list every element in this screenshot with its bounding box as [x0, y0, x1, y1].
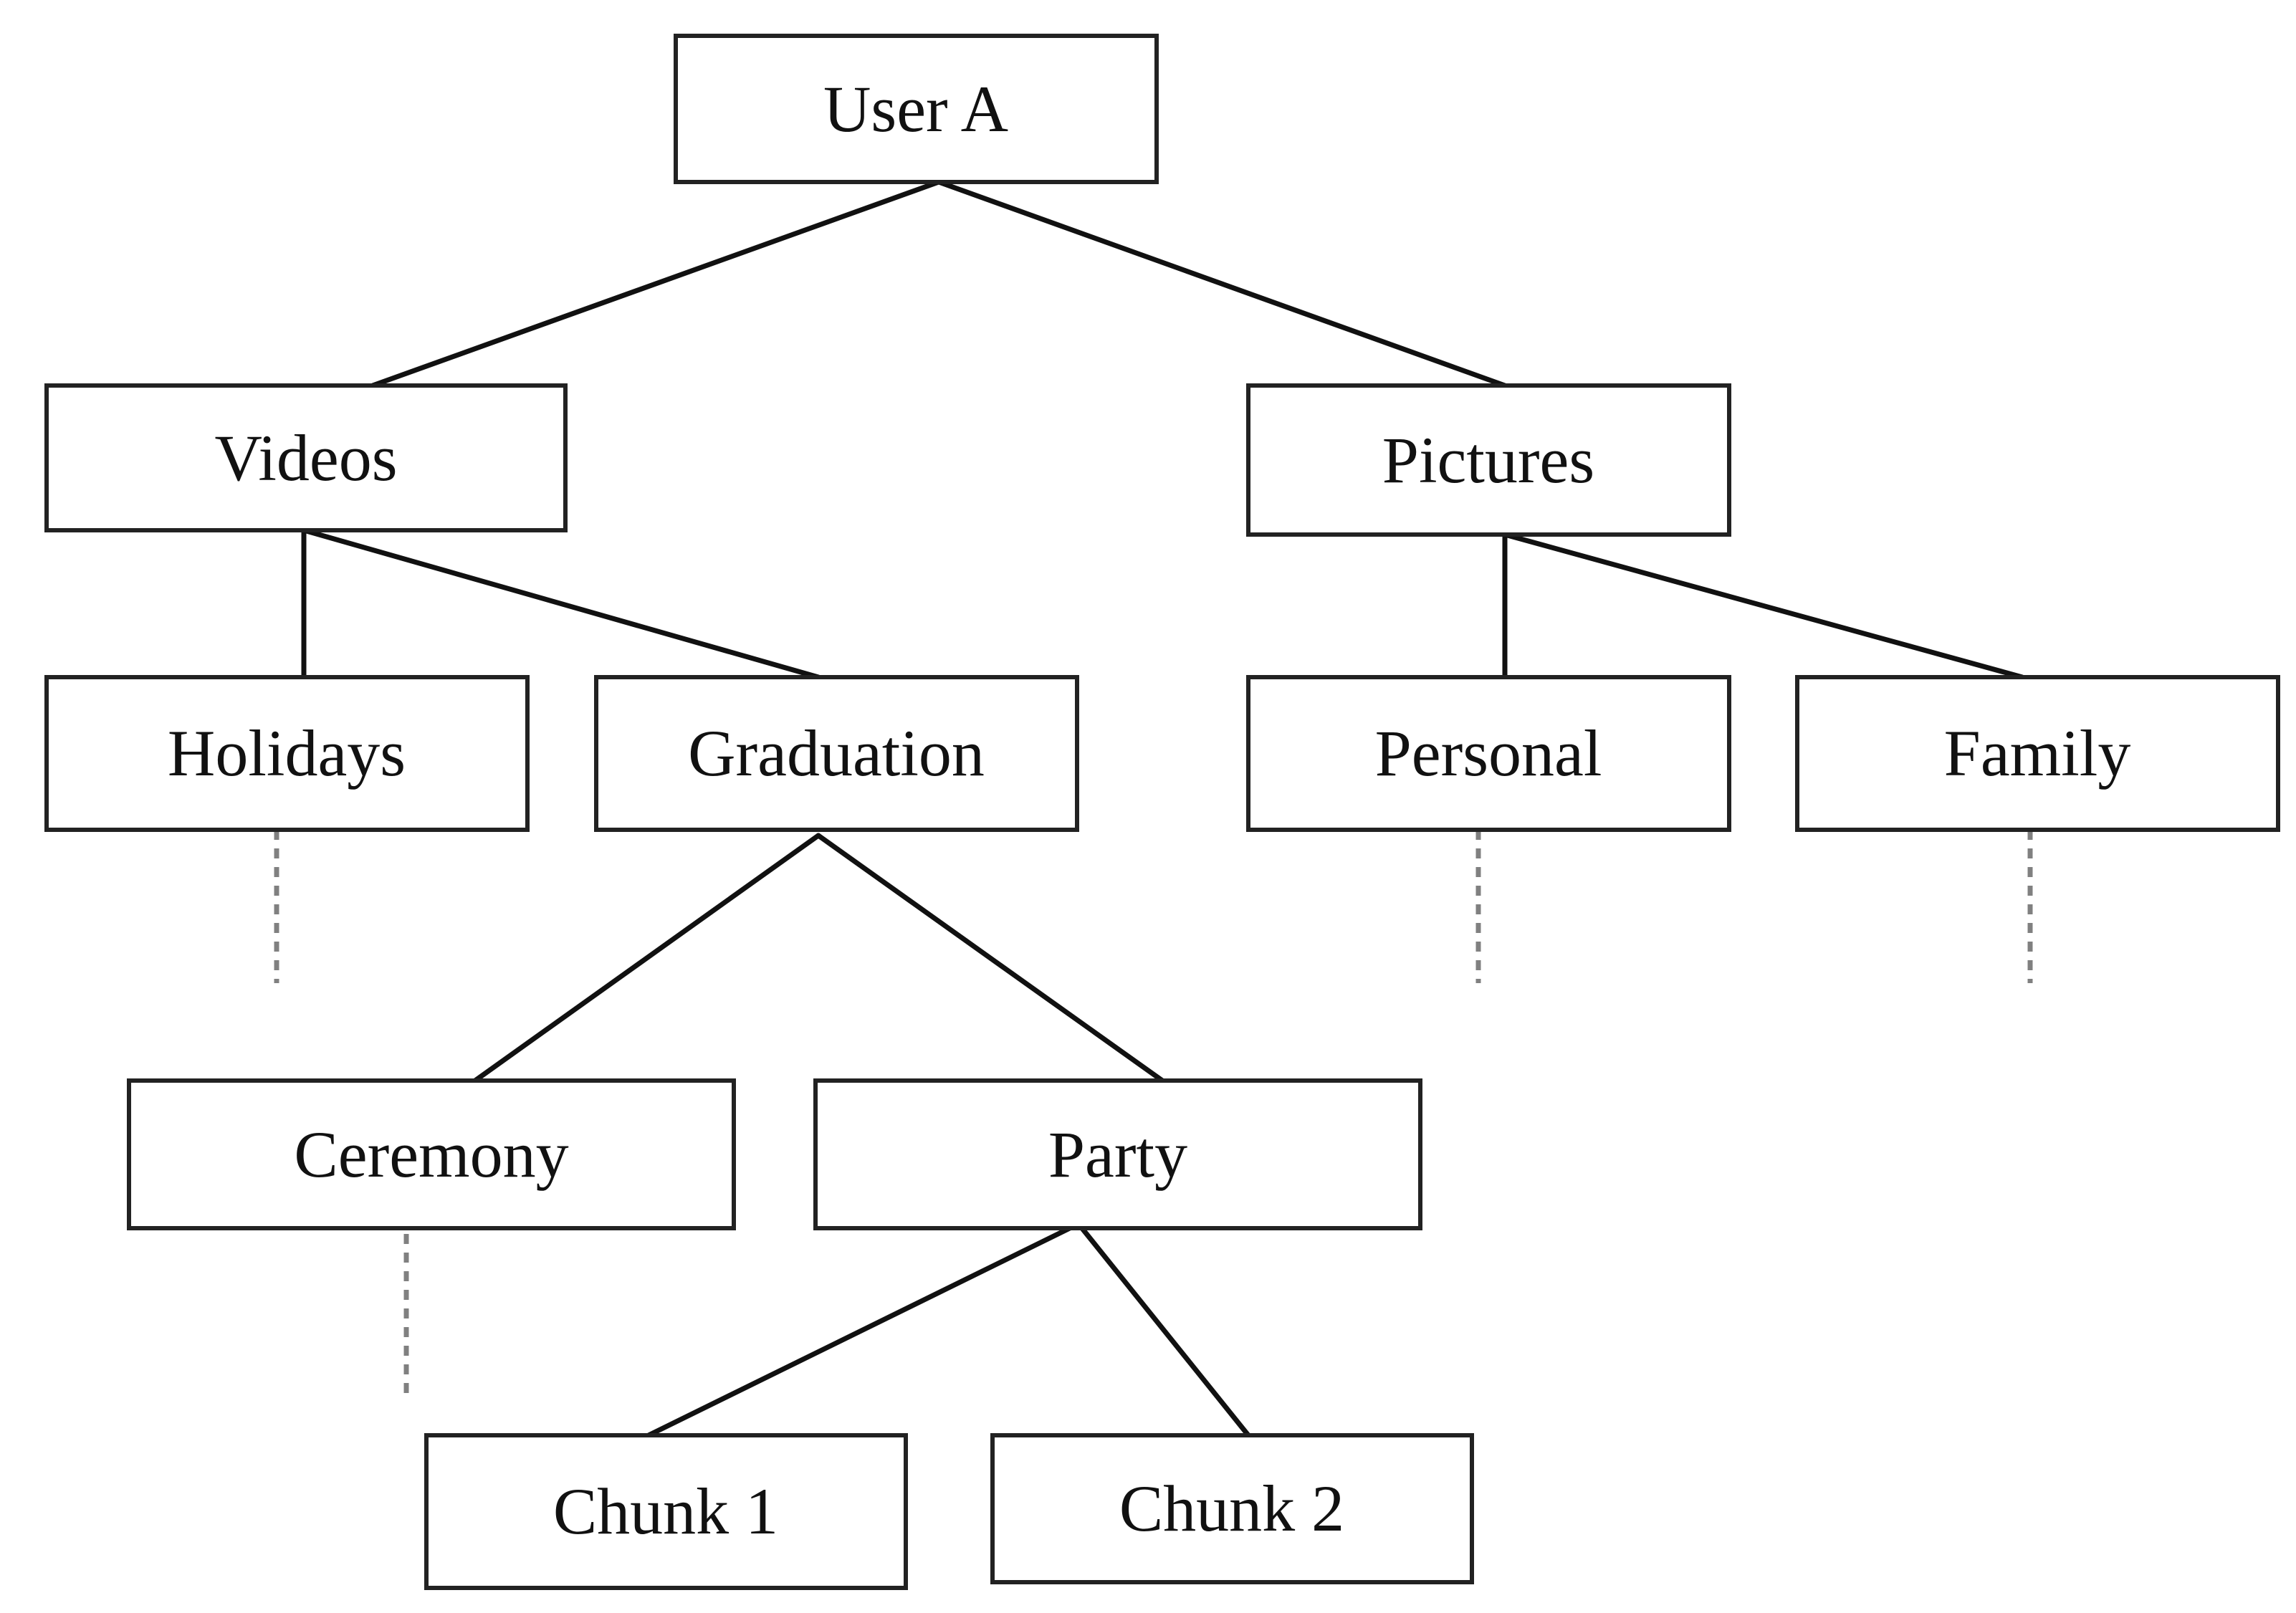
node-label: Pictures: [1382, 423, 1594, 497]
node-graduation: Graduation: [594, 675, 1079, 832]
node-chunk-1: Chunk 1: [424, 1433, 908, 1590]
node-label: Family: [1944, 717, 2131, 790]
edge-party-chunk-1: [646, 1221, 1081, 1438]
node-label: Chunk 1: [553, 1475, 778, 1548]
node-label: Holidays: [168, 717, 406, 790]
node-label: Graduation: [688, 717, 985, 790]
edge-party-chunk-2: [1076, 1221, 1251, 1438]
node-box: [44, 675, 530, 832]
node-party: Party: [813, 1078, 1422, 1230]
edge-videos-graduation: [301, 527, 821, 680]
tree-edges: [301, 179, 2025, 1438]
node-chunk-2: Chunk 2: [990, 1433, 1474, 1584]
node-holidays: Holidays: [44, 675, 530, 832]
node-label: Party: [1048, 1118, 1187, 1191]
edge-graduation-party: [815, 833, 1165, 1083]
node-box: [1246, 675, 1731, 832]
node-ceremony: Ceremony: [127, 1078, 736, 1230]
node-label: User A: [823, 72, 1008, 145]
node-label: Chunk 2: [1119, 1472, 1344, 1545]
node-pictures: Pictures: [1246, 383, 1731, 537]
node-label: Videos: [214, 421, 397, 494]
node-box: [127, 1078, 736, 1230]
node-box: [594, 675, 1079, 832]
node-box: [1246, 383, 1731, 537]
node-videos: Videos: [44, 383, 568, 532]
node-box: [674, 34, 1159, 184]
edge-pictures-family: [1502, 532, 2025, 680]
node-family: Family: [1795, 675, 2280, 832]
continuation-stubs: [274, 830, 2033, 1394]
node-label: Personal: [1375, 717, 1602, 790]
edge-user-a-pictures: [936, 179, 1508, 388]
node-box: [813, 1078, 1422, 1230]
node-label: Ceremony: [294, 1118, 568, 1191]
edge-user-a-videos: [370, 179, 942, 388]
node-user-a: User A: [674, 34, 1159, 184]
node-box: [44, 383, 568, 532]
node-personal: Personal: [1246, 675, 1731, 832]
node-box: [990, 1433, 1474, 1584]
node-box: [1795, 675, 2280, 832]
edge-graduation-ceremony: [472, 833, 821, 1083]
node-box: [424, 1433, 908, 1590]
